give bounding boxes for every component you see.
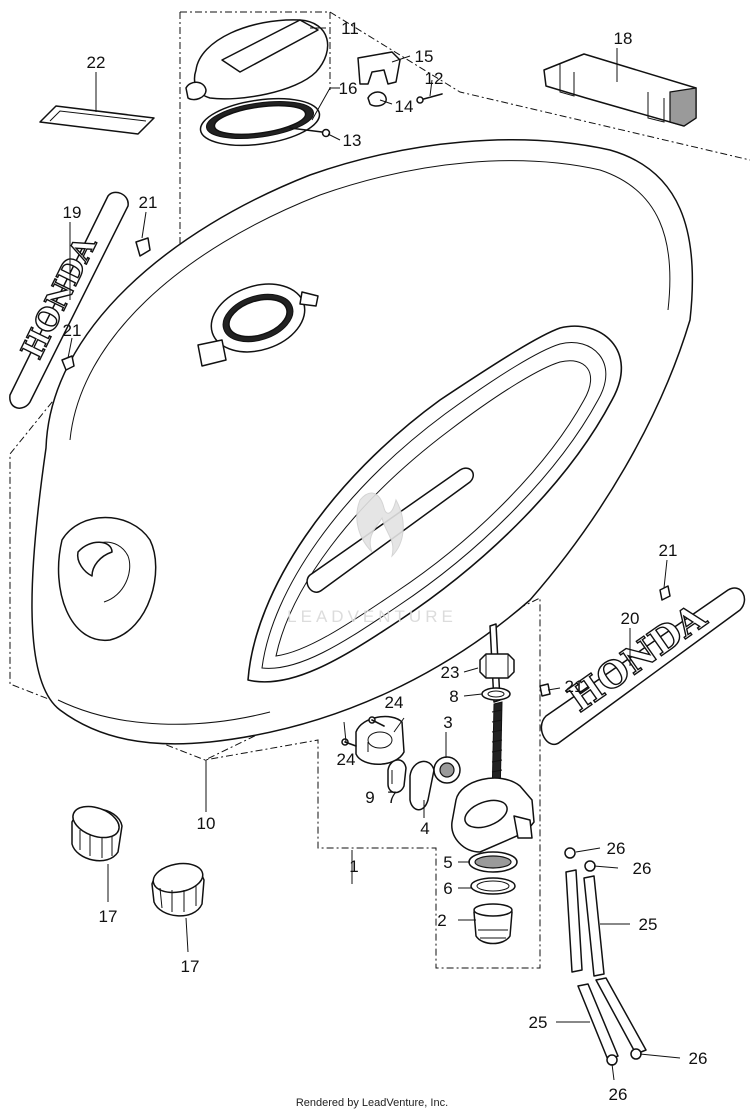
callout-13: 13 xyxy=(343,131,362,150)
callout-21a: 21 xyxy=(139,193,158,212)
callout-15: 15 xyxy=(415,47,434,66)
callout-22: 22 xyxy=(87,53,106,72)
callout-20: 20 xyxy=(621,609,640,628)
callout-17a: 17 xyxy=(99,907,118,926)
callout-25b: 25 xyxy=(529,1013,548,1032)
callout-7: 7 xyxy=(387,788,396,807)
watermark-text: LEADVENTURE xyxy=(287,607,457,626)
part-17-rubbers xyxy=(71,805,205,917)
callout-5: 5 xyxy=(443,853,452,872)
callout-6: 6 xyxy=(443,879,452,898)
callout-23: 23 xyxy=(441,663,460,682)
callout-24b: 24 xyxy=(337,750,356,769)
callout-24a: 24 xyxy=(385,693,404,712)
callout-26b: 26 xyxy=(633,859,652,878)
callout-16: 16 xyxy=(339,79,358,98)
footer-credit: Rendered by LeadVenture, Inc. xyxy=(296,1097,448,1109)
callout-26d: 26 xyxy=(609,1085,628,1104)
callout-21c: 21 xyxy=(659,541,678,560)
callout-12: 12 xyxy=(425,69,444,88)
callout-18: 18 xyxy=(614,29,633,48)
callout-19: 19 xyxy=(63,203,82,222)
callout-labels: 1 2 3 4 5 6 7 8 9 10 11 12 13 14 15 16 1… xyxy=(63,19,708,1104)
assembly-boundary-lines xyxy=(9,11,750,969)
callout-3: 3 xyxy=(443,713,452,732)
fuel-cap-assembly xyxy=(185,19,443,147)
callout-10: 10 xyxy=(197,814,216,833)
callout-17b: 17 xyxy=(181,957,200,976)
callout-1: 1 xyxy=(349,857,358,876)
callout-21b: 21 xyxy=(63,321,82,340)
callout-25a: 25 xyxy=(639,915,658,934)
leader-lines xyxy=(67,27,681,1081)
callout-2: 2 xyxy=(437,911,446,930)
fuel-tubes xyxy=(564,847,647,1066)
callout-26c: 26 xyxy=(689,1049,708,1068)
callout-26a: 26 xyxy=(607,839,626,858)
part-21-clips xyxy=(61,237,671,697)
callout-14: 14 xyxy=(395,97,414,116)
part-18-mount xyxy=(543,53,697,127)
callout-4: 4 xyxy=(420,819,429,838)
part-20-emblem-right: HONDA xyxy=(540,587,746,745)
fuel-tank xyxy=(31,139,694,745)
fuel-valve-assembly xyxy=(341,623,535,945)
callout-21d: 21 xyxy=(565,677,584,696)
callout-8: 8 xyxy=(449,687,458,706)
watermark: LEADVENTURE xyxy=(287,492,457,626)
part-22-pad xyxy=(39,105,155,135)
callout-9: 9 xyxy=(365,788,374,807)
callout-11: 11 xyxy=(341,19,359,38)
